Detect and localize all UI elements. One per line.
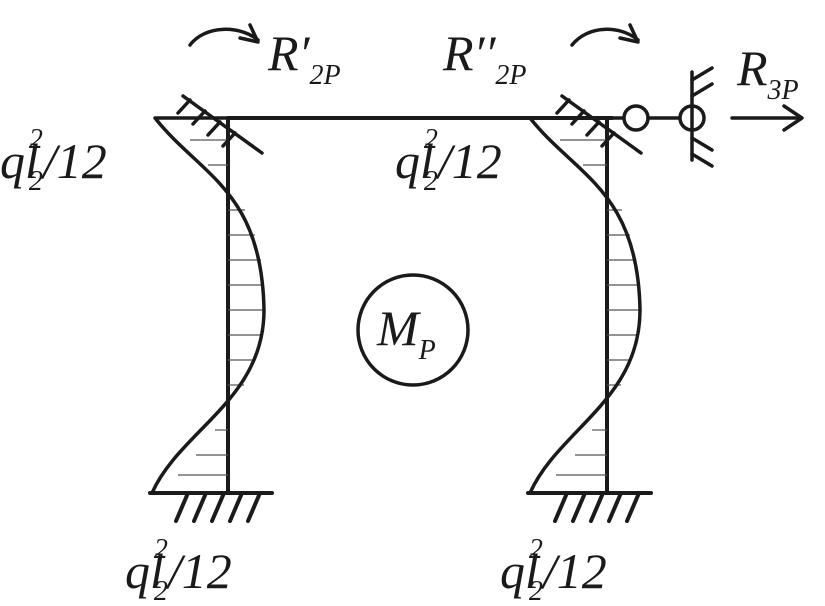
link-pin-left bbox=[622, 104, 650, 132]
right-fixed-support bbox=[526, 491, 653, 523]
r2p-right-arrow bbox=[570, 23, 640, 47]
right-moment-hatching bbox=[556, 139, 639, 476]
left-fixed-support bbox=[148, 491, 274, 523]
r3p-arrow bbox=[730, 104, 804, 132]
left-moment-hatching bbox=[178, 139, 264, 476]
link-support-wall bbox=[690, 66, 714, 168]
right-moment-curve bbox=[528, 116, 642, 495]
right-rotation-constraint bbox=[555, 94, 643, 155]
horizontal-link bbox=[610, 104, 706, 132]
left-rotation-constraint bbox=[176, 94, 264, 155]
moment-curves bbox=[150, 116, 642, 495]
diagram-name-badge: MP bbox=[356, 273, 470, 387]
r2p-left-arrow bbox=[188, 23, 260, 47]
r2p-left-label: R′2P bbox=[267, 25, 341, 91]
r2p-right-label: R′′2P bbox=[442, 25, 527, 91]
diagram-name-label: MP bbox=[376, 300, 436, 366]
r3p-label: R3P bbox=[736, 40, 799, 106]
left-moment-curve bbox=[150, 116, 266, 495]
